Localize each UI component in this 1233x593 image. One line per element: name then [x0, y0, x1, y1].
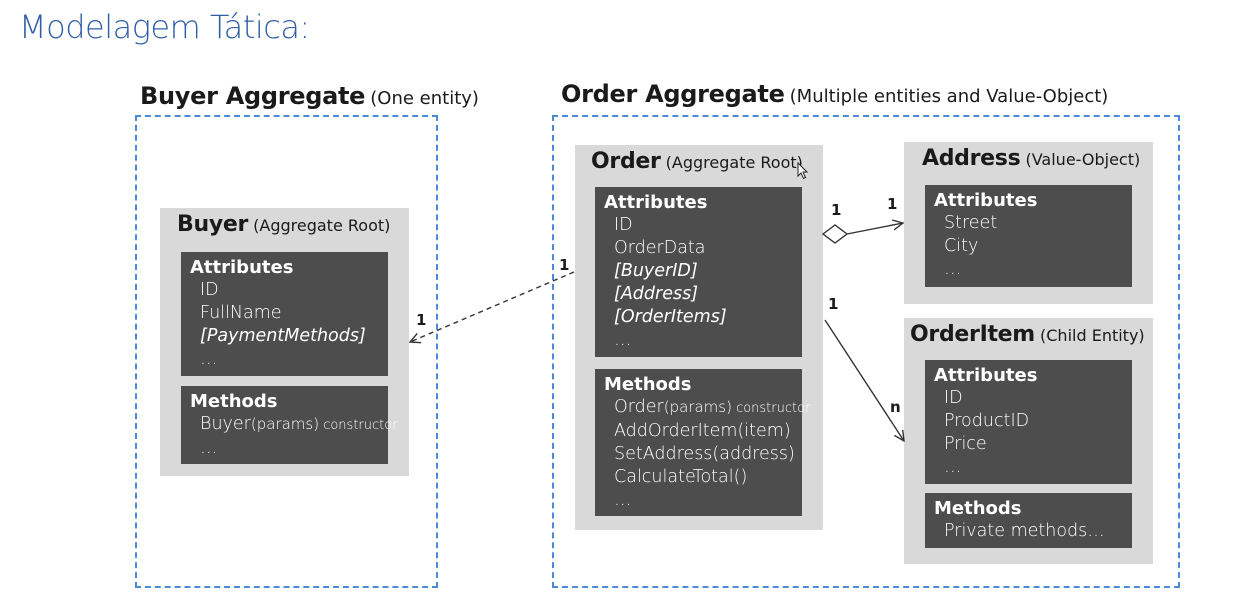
buyer-attributes-header: Attributes	[190, 257, 294, 278]
order-aggregate-heading: Order Aggregate (Multiple entities and V…	[561, 80, 1108, 108]
order-attribute: OrderData	[614, 238, 706, 258]
order-buyer-connector	[410, 271, 575, 342]
buyer-methods-header: Methods	[190, 391, 278, 412]
buyer-method-constructor: Buyer(params) constructor	[190, 413, 398, 437]
order-aggregate-subtitle: (Multiple entities and Value-Object)	[789, 86, 1109, 107]
order-item-attribute: ID	[944, 388, 963, 408]
order-item-attribute: Price	[944, 434, 987, 454]
address-attribute: City	[944, 236, 979, 256]
order-attributes-panel: Attributes ID OrderData [BuyerID] [Addre…	[595, 187, 802, 357]
order-item-method: Private methods…	[944, 521, 1105, 541]
order-aggregate-boundary	[552, 115, 1180, 588]
buyer-attribute: [PaymentMethods]	[200, 326, 366, 346]
order-method: SetAddress(address)	[614, 444, 795, 464]
address-entity: Address (Value-Object) Attributes Street…	[904, 142, 1153, 304]
address-name: Address	[922, 146, 1021, 171]
order-constructor-params: (params)	[663, 398, 732, 416]
address-attribute: Street	[944, 213, 998, 233]
order-item-attributes-panel: Attributes ID ProductID Price …	[925, 360, 1132, 484]
order-item-connector	[824, 319, 904, 441]
order-methods-header: Methods	[604, 374, 692, 395]
buyer-methods-panel: Methods Buyer(params) constructor …	[181, 386, 398, 464]
order-item-methods-panel: Methods Private methods…	[925, 493, 1132, 548]
order-address-source-multiplicity: 1	[831, 201, 842, 219]
mouse-cursor-icon	[797, 162, 809, 180]
buyer-attributes-panel: Attributes ID FullName [PaymentMethods] …	[181, 252, 388, 376]
order-role: (Aggregate Root)	[665, 153, 803, 172]
buyer-aggregate-heading: Buyer Aggregate (One entity)	[140, 82, 479, 110]
address-entity-heading: Address (Value-Object)	[922, 146, 1140, 171]
order-entity: Order (Aggregate Root) Attributes ID Ord…	[575, 145, 823, 530]
order-aggregate-title: Order Aggregate	[561, 80, 785, 108]
buyer-aggregate-title: Buyer Aggregate	[140, 82, 366, 110]
address-attribute: …	[944, 259, 962, 279]
order-constructor-note: constructor	[731, 401, 811, 416]
order-methods-panel: Methods Order(params) constructor AddOrd…	[595, 369, 810, 516]
order-buyer-source-multiplicity: 1	[559, 256, 570, 274]
order-attribute: …	[614, 330, 632, 350]
order-attribute: [Address]	[614, 284, 699, 304]
order-method: CalculateTotal()	[614, 467, 748, 487]
buyer-attribute: ID	[200, 280, 219, 300]
order-item-methods-header: Methods	[934, 498, 1022, 519]
order-method-constructor: Order(params) constructor	[604, 396, 810, 420]
buyer-constructor-note: constructor	[319, 418, 398, 433]
order-item-entity: OrderItem (Child Entity) Attributes ID P…	[904, 318, 1153, 564]
slide-title: Modelagem Tática:	[19, 8, 310, 46]
address-role: (Value-Object)	[1025, 150, 1141, 169]
order-item-role: (Child Entity)	[1040, 326, 1145, 345]
order-item-name: OrderItem	[910, 322, 1035, 347]
buyer-entity: Buyer (Aggregate Root) Attributes ID Ful…	[160, 208, 409, 476]
order-item-target-multiplicity: n	[890, 398, 901, 416]
order-item-entity-heading: OrderItem (Child Entity)	[910, 322, 1145, 347]
order-attribute: [OrderItems]	[614, 307, 727, 327]
buyer-attribute: …	[200, 349, 218, 369]
buyer-entity-heading: Buyer (Aggregate Root)	[177, 212, 390, 237]
buyer-role: (Aggregate Root)	[253, 216, 391, 235]
buyer-attribute: FullName	[200, 303, 282, 323]
order-attributes-header: Attributes	[604, 192, 708, 213]
order-entity-heading: Order (Aggregate Root)	[591, 149, 803, 174]
order-address-connector	[846, 223, 903, 235]
order-constructor-name: Order	[614, 397, 664, 417]
order-item-source-multiplicity: 1	[828, 295, 839, 313]
order-name: Order	[591, 149, 661, 174]
buyer-method: …	[200, 438, 218, 458]
order-attribute: ID	[614, 215, 633, 235]
order-buyer-target-multiplicity: 1	[416, 311, 427, 329]
order-method: AddOrderItem(item)	[614, 421, 791, 441]
order-address-target-multiplicity: 1	[887, 195, 898, 213]
buyer-aggregate-boundary	[135, 115, 438, 588]
buyer-aggregate-subtitle: (One entity)	[370, 88, 479, 109]
order-item-attribute: ProductID	[944, 411, 1030, 431]
address-attributes-header: Attributes	[934, 190, 1038, 211]
address-attributes-panel: Attributes Street City …	[925, 185, 1132, 287]
order-attribute: [BuyerID]	[614, 261, 698, 281]
buyer-constructor-params: (params)	[250, 415, 320, 433]
buyer-name: Buyer	[177, 212, 249, 237]
order-address-diamond	[821, 224, 849, 244]
order-method: …	[614, 490, 632, 510]
order-item-attribute: …	[944, 457, 962, 477]
order-item-attributes-header: Attributes	[934, 365, 1038, 386]
buyer-constructor-name: Buyer	[200, 414, 251, 434]
